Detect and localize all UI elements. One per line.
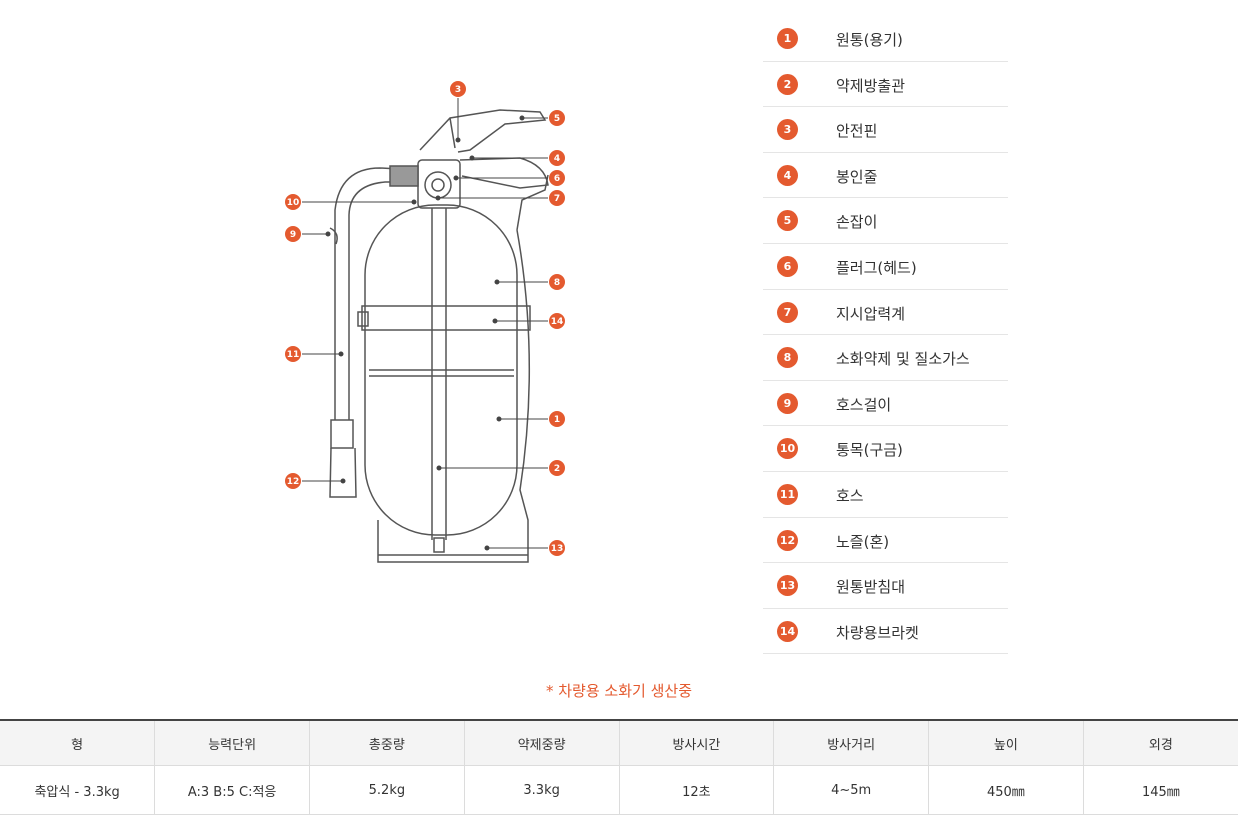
legend-item: 4 봉인줄 — [763, 153, 1008, 199]
callout-14 — [549, 313, 565, 329]
legend-item: 13 원통받침대 — [763, 563, 1008, 609]
callout-11 — [285, 346, 301, 362]
legend-number: 8 — [777, 347, 798, 369]
callout-7 — [549, 190, 565, 206]
legend-number: 11 — [777, 483, 798, 505]
extinguisher-diagram: 3 5 4 6 7 10 9 8 14 11 1 2 12 13 — [285, 81, 565, 563]
legend-item: 5 손잡이 — [763, 198, 1008, 244]
spec-cell: 축압식 - 3.3kg — [0, 765, 156, 815]
callout-12-text: 12 — [287, 477, 300, 487]
spec-header-row: 형 능력단위 총중량 약제중량 방사시간 방사거리 높이 외경 — [0, 719, 1238, 766]
legend-label: 소화약제 및 질소가스 — [836, 350, 970, 369]
spec-header: 형 — [0, 719, 156, 766]
legend-item: 9 호스걸이 — [763, 381, 1008, 427]
legend-label: 원통(용기) — [836, 31, 903, 49]
legend-number: 6 — [777, 255, 798, 277]
legend-label: 봉인줄 — [836, 167, 878, 186]
legend-label: 노즐(혼) — [836, 532, 890, 551]
callout-10-text: 10 — [287, 198, 300, 208]
spec-cell: 4~5m — [773, 765, 929, 815]
cylinder-body — [364, 204, 518, 536]
spec-cell: 450㎜ — [928, 765, 1084, 815]
extinguisher-drawing: 3 5 4 6 7 10 9 8 14 11 1 2 12 13 — [285, 81, 565, 563]
spec-header: 방사시간 — [619, 719, 775, 766]
spec-cell: 12초 — [619, 765, 775, 815]
spec-header: 방사거리 — [773, 719, 929, 766]
legend-item: 2 약제방출관 — [763, 62, 1008, 108]
legend-number: 7 — [777, 301, 798, 323]
legend-label: 플러그(헤드) — [836, 258, 917, 277]
callout-13-text: 13 — [551, 544, 564, 554]
spec-header: 총중량 — [309, 719, 465, 766]
legend-label: 통목(구금) — [836, 441, 903, 460]
legend-item: 14 차량용브라켓 — [763, 609, 1008, 655]
legend-label: 손잡이 — [836, 213, 878, 232]
legend-number: 12 — [777, 529, 798, 551]
production-note: * 차량용 소화기 생산중 — [545, 682, 692, 700]
callout-6 — [549, 170, 565, 186]
legend-label: 호스걸이 — [836, 395, 892, 414]
legend-item: 7 지시압력계 — [763, 290, 1008, 336]
callout-8 — [549, 274, 565, 290]
legend-number: 13 — [777, 575, 798, 597]
callout-1-text: 1 — [554, 415, 560, 425]
callout-2 — [549, 460, 565, 476]
callout-10 — [285, 194, 301, 210]
spec-table: 형 능력단위 총중량 약제중량 방사시간 방사거리 높이 외경 축압식 - 3.… — [0, 719, 1238, 815]
callout-9-text: 9 — [290, 230, 296, 240]
spec-data-row: 축압식 - 3.3kg A:3 B:5 C:적응 5.2kg 3.3kg 12초… — [0, 765, 1238, 815]
spec-cell: 5.2kg — [309, 765, 465, 815]
callout-1 — [549, 411, 565, 427]
callout-11-text: 11 — [287, 350, 300, 360]
callout-8-text: 8 — [554, 278, 560, 288]
legend-number: 4 — [777, 164, 798, 186]
legend-label: 차량용브라켓 — [836, 623, 919, 642]
callout-4-text: 4 — [554, 154, 560, 164]
hose — [334, 167, 419, 420]
legend-item: 11 호스 — [763, 472, 1008, 518]
legend-label: 호스 — [836, 486, 864, 505]
legend-number: 2 — [777, 73, 798, 95]
spec-header: 약제중량 — [464, 719, 620, 766]
legend-item: 6 플러그(헤드) — [763, 244, 1008, 290]
spec-cell: A:3 B:5 C:적응 — [154, 765, 310, 815]
callout-3-text: 3 — [455, 85, 461, 95]
callout-14-text: 14 — [551, 317, 564, 327]
legend-item: 1 원통(용기) — [763, 16, 1008, 62]
legend-label: 지시압력계 — [836, 304, 906, 323]
callout-4 — [549, 150, 565, 166]
legend-number: 5 — [777, 210, 798, 232]
legend-number: 3 — [777, 119, 798, 141]
callout-7-text: 7 — [554, 194, 560, 204]
callout-12 — [285, 473, 301, 489]
callout-6-text: 6 — [554, 174, 560, 184]
spec-cell: 145㎜ — [1083, 765, 1238, 815]
legend-item: 8 소화약제 및 질소가스 — [763, 335, 1008, 381]
legend-number: 9 — [777, 392, 798, 414]
callout-5 — [549, 110, 565, 126]
callout-5-text: 5 — [554, 114, 560, 124]
spec-header: 능력단위 — [154, 719, 310, 766]
spec-header: 외경 — [1083, 719, 1238, 766]
callout-2-text: 2 — [554, 464, 560, 474]
spec-cell: 3.3kg — [464, 765, 620, 815]
legend-label: 원통받침대 — [836, 578, 906, 597]
legend-number: 14 — [777, 620, 798, 642]
callout-13 — [549, 540, 565, 556]
legend-number: 10 — [777, 438, 798, 460]
callout-9 — [285, 226, 301, 242]
parts-legend: 1 원통(용기) 2 약제방출관 3 안전핀 4 봉인줄 5 손잡이 6 플러그(헤드) 7… — [763, 16, 1008, 655]
pressure-gauge — [424, 171, 452, 199]
lever-handle — [419, 109, 547, 153]
callout-3 — [450, 81, 466, 97]
legend-label: 약제방출관 — [836, 76, 906, 95]
legend-item: 3 안전핀 — [763, 107, 1008, 153]
legend-item: 10 통목(구금) — [763, 426, 1008, 472]
nozzle — [330, 419, 354, 449]
bracket-band — [361, 305, 531, 331]
legend-item: 12 노즐(혼) — [763, 518, 1008, 564]
legend-number: 1 — [777, 28, 798, 49]
spec-header: 높이 — [928, 719, 1084, 766]
legend-label: 안전핀 — [836, 122, 878, 141]
